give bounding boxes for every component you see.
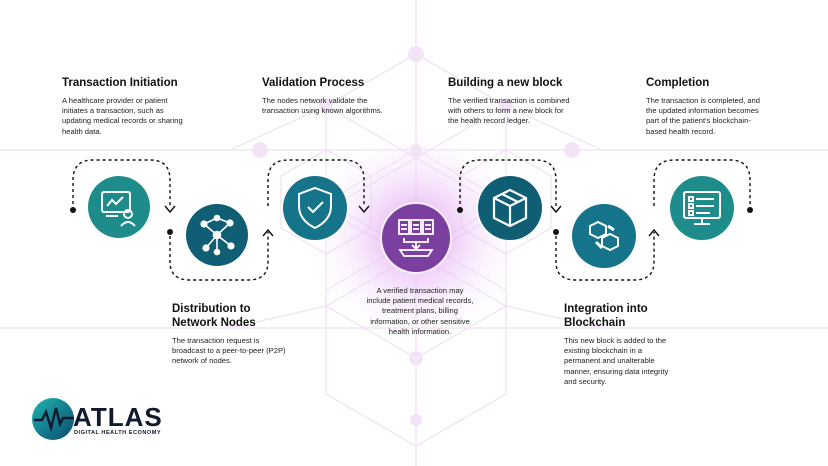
logo-emblem-icon (32, 398, 74, 440)
step-5-description: This new block is added to the existing … (564, 336, 669, 386)
step-1-description: A healthcare provider or patient initiat… (62, 96, 183, 136)
step-6-title: Completion (646, 77, 710, 89)
step-4-title: Building a new block (448, 77, 563, 89)
center-circle (382, 204, 450, 272)
step-5-circle (572, 204, 636, 268)
step-2-circle (186, 204, 248, 266)
center-description: A verified transaction may include patie… (366, 286, 474, 336)
network-nodes-icon (200, 214, 235, 256)
atlas-logo: ATLAS DIGITAL HEALTH ECONOMY (30, 396, 170, 442)
step-3-title: Validation Process (262, 77, 365, 89)
step-3-circle (283, 176, 347, 240)
logo-tagline: DIGITAL HEALTH ECONOMY (74, 430, 162, 436)
presentation-user-icon (101, 191, 136, 227)
step-6-circle (670, 176, 734, 240)
step-1-title: Transaction Initiation (62, 77, 178, 89)
step-3-description: The nodes network validate the transacti… (262, 96, 383, 116)
step-2-description: The transaction request is broadcast to … (172, 336, 286, 366)
step-1-circle (88, 176, 150, 238)
checklist-monitor-icon (683, 191, 721, 225)
step-5-title: Integration into Blockchain (564, 303, 648, 329)
logo-wordmark: ATLAS (73, 402, 163, 432)
chain-link-icon (589, 220, 619, 252)
documents-icon (398, 219, 434, 257)
cube-block-icon (492, 188, 528, 228)
step-4-circle (478, 176, 542, 240)
step-4-description: The verified transaction is combined wit… (448, 96, 570, 126)
shield-check-icon (298, 186, 332, 230)
step-2-title: Distribution to Network Nodes (172, 303, 256, 329)
step-6-description: The transaction is completed, and the up… (646, 96, 760, 136)
